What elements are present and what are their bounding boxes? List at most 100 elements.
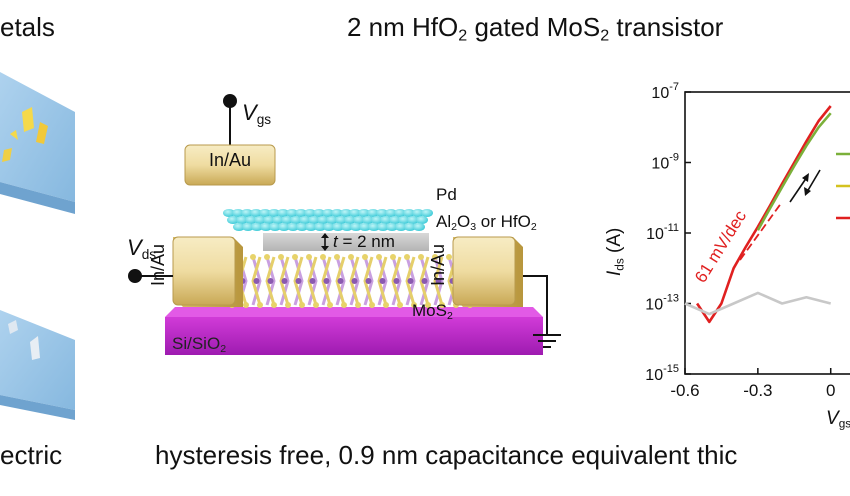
pd-atom xyxy=(277,209,289,217)
series-line xyxy=(756,112,832,231)
metal-flake xyxy=(2,148,12,162)
y-tick-label: 10-7 xyxy=(651,82,679,102)
mo-atom xyxy=(393,278,400,284)
series-line xyxy=(696,105,832,324)
y-tick-label: 10-13 xyxy=(645,293,679,314)
s-atom xyxy=(348,254,354,260)
pd-atom xyxy=(281,216,293,224)
pd-atom xyxy=(376,209,388,217)
mos2-bond xyxy=(433,256,444,306)
mo-atom xyxy=(295,278,302,284)
s-atom xyxy=(404,254,410,260)
mo-atom xyxy=(281,278,288,284)
right-contact-label: In/Au xyxy=(428,243,448,286)
plot-xlabel: Vgs xyxy=(826,408,850,431)
pd-atom xyxy=(368,223,380,231)
pd-atom xyxy=(305,223,317,231)
s-atom xyxy=(306,254,312,260)
metal-flake xyxy=(36,122,48,144)
s-atom xyxy=(278,254,284,260)
gate-contact-label: In/Au xyxy=(208,150,252,170)
mos2-bond xyxy=(391,256,402,306)
slope-guide xyxy=(739,201,783,261)
pd-atom xyxy=(251,223,263,231)
pd-atom xyxy=(232,209,244,217)
s-atom xyxy=(285,302,291,308)
pd-atom xyxy=(227,216,239,224)
s-atom xyxy=(355,302,361,308)
mos2-bond xyxy=(349,256,360,306)
substrate-label: Si/SiO2 xyxy=(172,334,227,355)
mos2-bond xyxy=(265,256,276,306)
pd-atom xyxy=(416,216,428,224)
si-sio2-substrate xyxy=(165,317,543,355)
sweep-arrow-down-head xyxy=(804,187,811,196)
pd-atom xyxy=(290,216,302,224)
mos2-bond xyxy=(363,256,374,306)
s-atom xyxy=(418,254,424,260)
mo-atom xyxy=(435,278,442,284)
pd-atom xyxy=(287,223,299,231)
y-tick-label: 10-9 xyxy=(651,152,679,173)
mos2-bond xyxy=(433,256,444,306)
s-atom xyxy=(446,254,452,260)
series-line xyxy=(684,291,832,316)
pd-atom xyxy=(412,209,424,217)
x-tick-label: 0 xyxy=(826,381,835,400)
s-atom xyxy=(320,254,326,260)
channel-label: MoS2 xyxy=(412,301,453,322)
pd-atom xyxy=(389,216,401,224)
pd-atom xyxy=(322,209,334,217)
vds-terminal-dot xyxy=(128,269,142,283)
pd-atom xyxy=(394,209,406,217)
s-atom xyxy=(390,254,396,260)
pd-atom xyxy=(308,216,320,224)
pd-atom xyxy=(313,209,325,217)
plot-series xyxy=(684,105,832,324)
pd-atom xyxy=(385,209,397,217)
pd-atom xyxy=(268,209,280,217)
pd-atom xyxy=(299,216,311,224)
pd-atom xyxy=(236,216,248,224)
pd-atom xyxy=(331,209,343,217)
pd-atom xyxy=(296,223,308,231)
s-atom xyxy=(243,302,249,308)
s-atom xyxy=(425,302,431,308)
mos2-bond xyxy=(307,256,318,306)
mos2-bond xyxy=(405,256,416,306)
vgs-terminal-dot xyxy=(223,94,237,108)
mos2-bond xyxy=(377,256,388,306)
mos2-bond xyxy=(251,256,262,306)
pd-atom xyxy=(295,209,307,217)
mo-atom xyxy=(407,278,414,284)
pd-atom xyxy=(407,216,419,224)
pd-atom xyxy=(377,223,389,231)
s-atom xyxy=(376,254,382,260)
s-atom xyxy=(411,302,417,308)
pd-atom xyxy=(263,216,275,224)
substrate-slab xyxy=(0,310,75,410)
pd-atom xyxy=(259,209,271,217)
x-tick-label: -0.3 xyxy=(743,381,772,400)
pd-atom xyxy=(242,223,254,231)
mos2-bond xyxy=(349,256,360,306)
pd-atom xyxy=(421,209,433,217)
pd-atom xyxy=(403,209,415,217)
mo-atom xyxy=(267,278,274,284)
pd-atom xyxy=(332,223,344,231)
dielectric-layer xyxy=(263,233,429,251)
thickness-arrow-head xyxy=(321,233,329,238)
pd-atom xyxy=(269,223,281,231)
pd-atom xyxy=(278,223,290,231)
mos2-bond xyxy=(251,256,262,306)
sweep-arrow-down xyxy=(806,169,821,193)
pd-atom xyxy=(314,223,326,231)
pd-atom xyxy=(362,216,374,224)
mos2-bond xyxy=(307,256,318,306)
mos2-bond xyxy=(391,256,402,306)
mos2-bond xyxy=(419,256,430,306)
panel-title: 2 nm HfO2 gated MoS2 transistor xyxy=(347,12,724,45)
ground-wire xyxy=(523,275,548,335)
vds-label: Vds xyxy=(127,235,157,262)
bottom-caption: hysteresis free, 0.9 nm capacitance equi… xyxy=(155,440,738,470)
